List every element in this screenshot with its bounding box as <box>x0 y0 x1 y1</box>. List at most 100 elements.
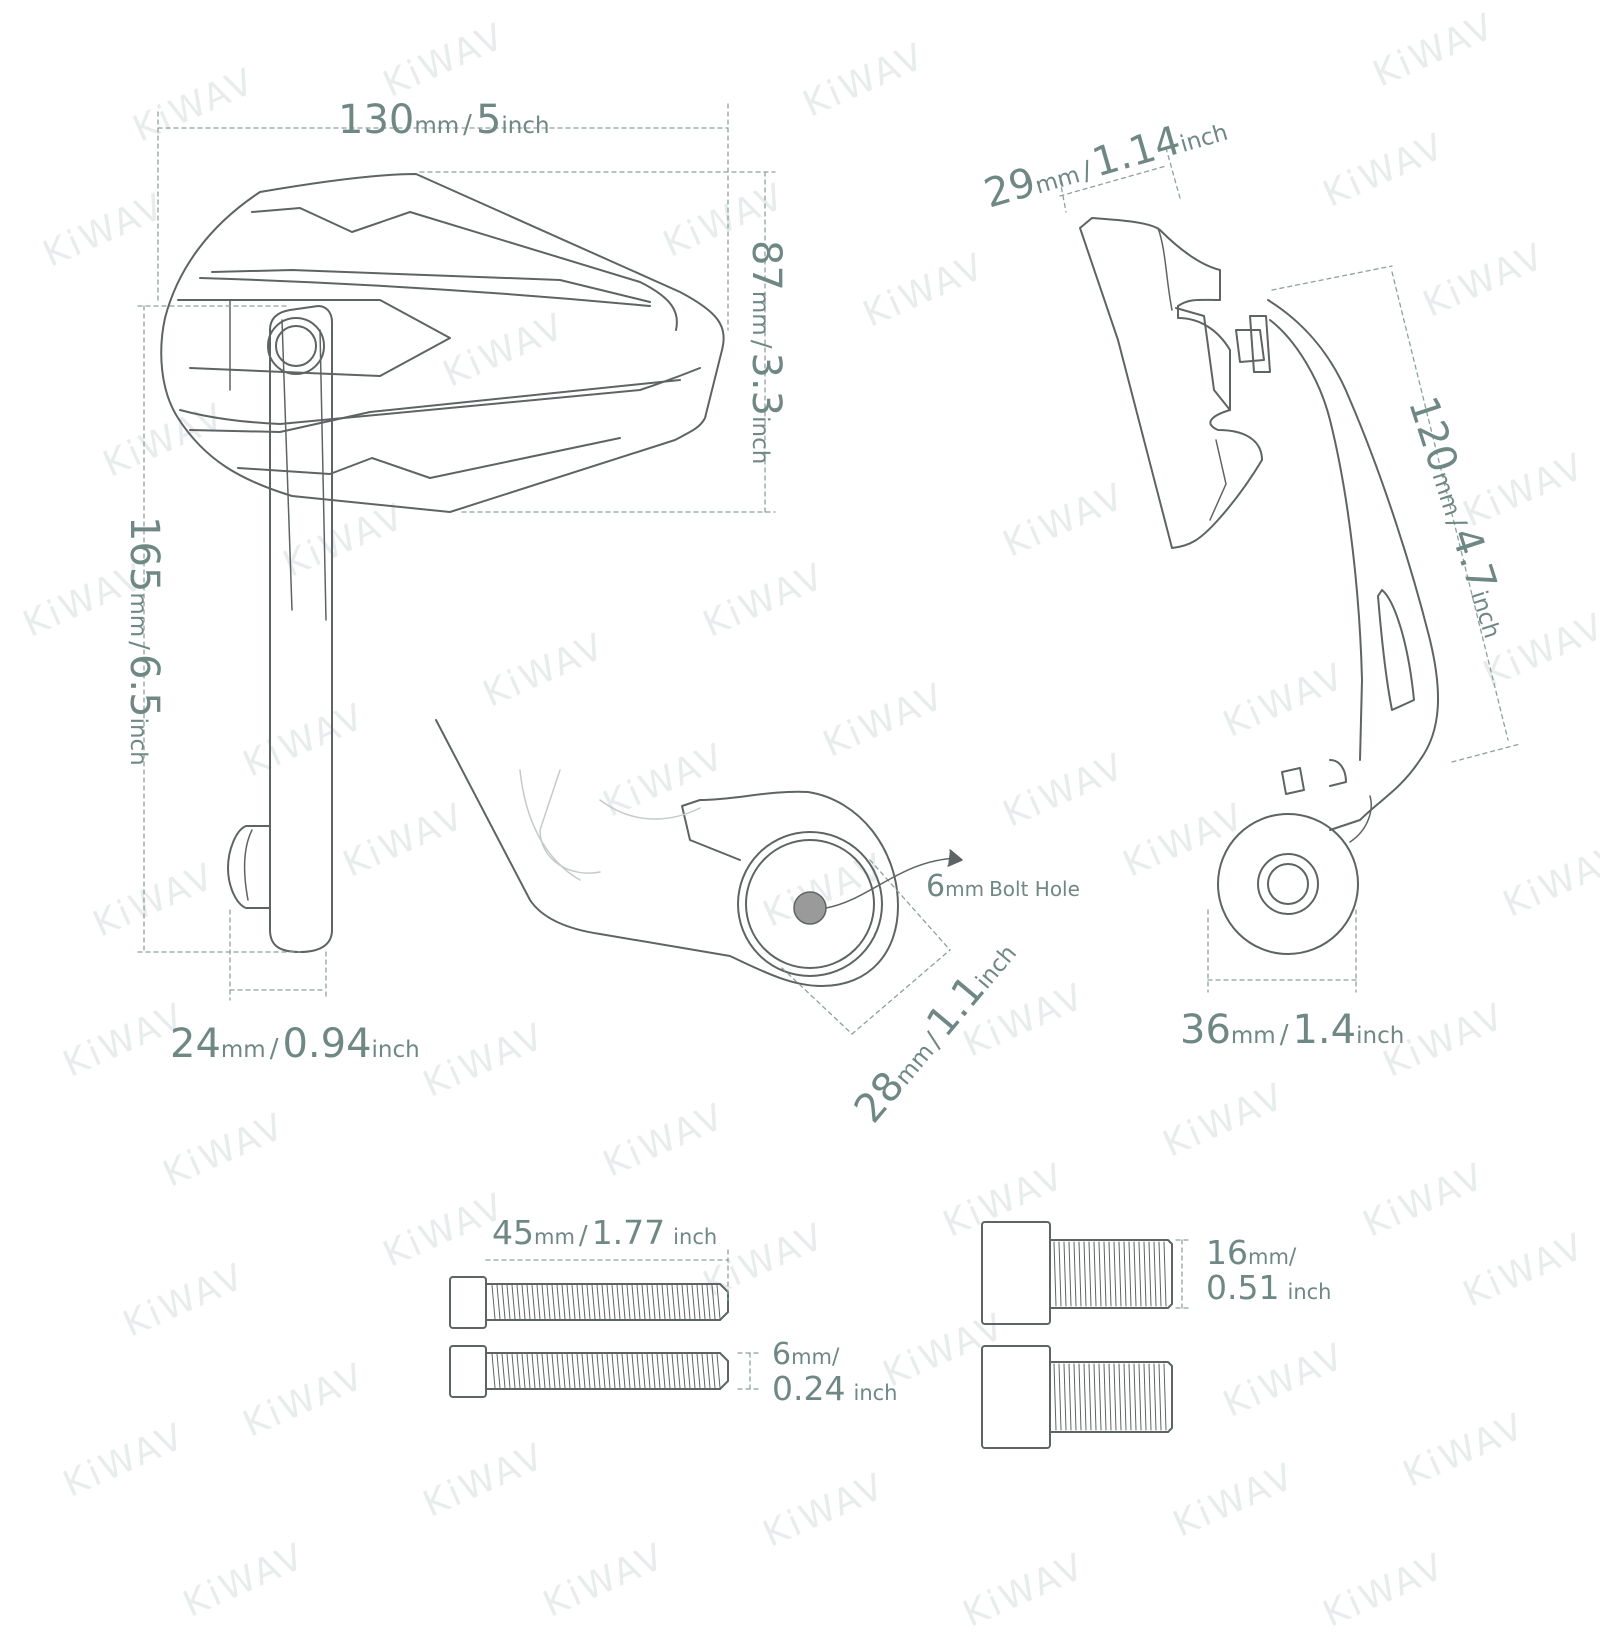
thread-line <box>691 1353 696 1389</box>
long-bolt-1 <box>449 1276 729 1329</box>
thread-line <box>531 1353 536 1389</box>
thread-line <box>1123 1363 1127 1431</box>
thread-line <box>591 1353 596 1389</box>
drawing-svg <box>137 103 1521 1449</box>
thread-line <box>656 1353 661 1389</box>
thread-line <box>701 1284 706 1320</box>
thread-line <box>671 1353 676 1389</box>
thread-line <box>551 1284 556 1320</box>
thread-line <box>1078 1363 1082 1431</box>
thread-line <box>566 1284 571 1320</box>
thread-line <box>1113 1241 1117 1307</box>
bolt-hole-text: Bolt Hole <box>989 877 1080 901</box>
thread-line <box>566 1353 571 1389</box>
thread-line <box>1163 1363 1167 1431</box>
thread-line <box>541 1353 546 1389</box>
thread-line <box>571 1353 576 1389</box>
thread-line <box>651 1284 656 1320</box>
thread-line <box>501 1284 506 1320</box>
short-bolt-2 <box>981 1345 1173 1449</box>
thread-line <box>676 1353 681 1389</box>
thread-line <box>1088 1363 1092 1431</box>
thread-line <box>581 1284 586 1320</box>
height-mm-unit: mm <box>747 290 773 336</box>
thread-line <box>1053 1241 1057 1307</box>
thread-line <box>621 1353 626 1389</box>
thread-line <box>526 1284 531 1320</box>
thread-line <box>611 1284 616 1320</box>
thread-line <box>491 1284 496 1320</box>
thread-line <box>581 1353 586 1389</box>
length-mm-value: 165 <box>121 516 167 593</box>
thread-line <box>616 1353 621 1389</box>
thread-line <box>626 1284 631 1320</box>
thread-line <box>1148 1363 1152 1431</box>
thread-line <box>491 1353 496 1389</box>
thread-line <box>536 1353 541 1389</box>
thread-line <box>506 1353 511 1389</box>
thread-line <box>641 1353 646 1389</box>
long-bolt-2 <box>449 1345 729 1398</box>
width-label: 130mm/5inch <box>338 100 550 140</box>
thread-line <box>1103 1241 1107 1307</box>
thread-line <box>586 1284 591 1320</box>
thread-line <box>1078 1241 1082 1307</box>
thread-line <box>606 1353 611 1389</box>
thread-line <box>631 1353 636 1389</box>
height-label: 87mm/3.3inch <box>743 240 789 464</box>
thread-line <box>611 1353 616 1389</box>
thread-line <box>706 1284 711 1320</box>
thread-line <box>1058 1241 1062 1307</box>
long-bolt-inch-value: 1.77 <box>591 1213 666 1252</box>
thread-line <box>1153 1241 1157 1307</box>
thread-line <box>516 1353 521 1389</box>
thread-line <box>1143 1241 1147 1307</box>
thread-line <box>1153 1363 1157 1431</box>
thread-line <box>1058 1363 1062 1431</box>
plug-mm-unit: mm <box>220 1037 266 1063</box>
bolt-hole-unit: mm <box>945 877 985 901</box>
clamp-depth-mm-unit: mm <box>1230 1023 1276 1049</box>
clamp-detail <box>435 719 899 987</box>
thread-line <box>1063 1363 1067 1431</box>
thread-line <box>1133 1241 1137 1307</box>
thread-line <box>561 1353 566 1389</box>
thread-line <box>1158 1241 1162 1307</box>
thread-line <box>621 1284 626 1320</box>
bolt-diameter-mm-unit: mm <box>791 1345 833 1369</box>
thread-line <box>1083 1241 1087 1307</box>
thread-line <box>646 1284 651 1320</box>
thread-line <box>1073 1241 1077 1307</box>
thread-line <box>716 1284 721 1320</box>
thread-line <box>546 1284 551 1320</box>
thread-line <box>1133 1363 1137 1431</box>
plug-inch-value: 0.94 <box>282 1021 372 1067</box>
clamp-depth-inch-value: 1.4 <box>1292 1007 1357 1053</box>
thread-line <box>686 1284 691 1320</box>
length-mm-unit: mm <box>125 592 151 638</box>
thread-line <box>596 1353 601 1389</box>
thread-line <box>511 1284 516 1320</box>
thread-line <box>646 1353 651 1389</box>
thread-line <box>1093 1241 1097 1307</box>
thread-line <box>596 1284 601 1320</box>
thread-line <box>576 1353 581 1389</box>
short-bolt-mm-value: 16 <box>1206 1233 1248 1272</box>
thread-line <box>601 1353 606 1389</box>
thread-line <box>661 1353 666 1389</box>
thread-line <box>511 1353 516 1389</box>
thread-line <box>1138 1363 1142 1431</box>
thread-line <box>536 1284 541 1320</box>
thread-line <box>686 1353 691 1389</box>
thread-line <box>1138 1241 1142 1307</box>
thread-line <box>1098 1241 1102 1307</box>
thread-line <box>666 1284 671 1320</box>
thread-line <box>1123 1241 1127 1307</box>
thread-line <box>521 1353 526 1389</box>
thread-line <box>1053 1363 1057 1431</box>
thread-line <box>571 1284 576 1320</box>
thread-line <box>696 1284 701 1320</box>
plug-label: 24mm/0.94inch <box>170 1024 420 1064</box>
